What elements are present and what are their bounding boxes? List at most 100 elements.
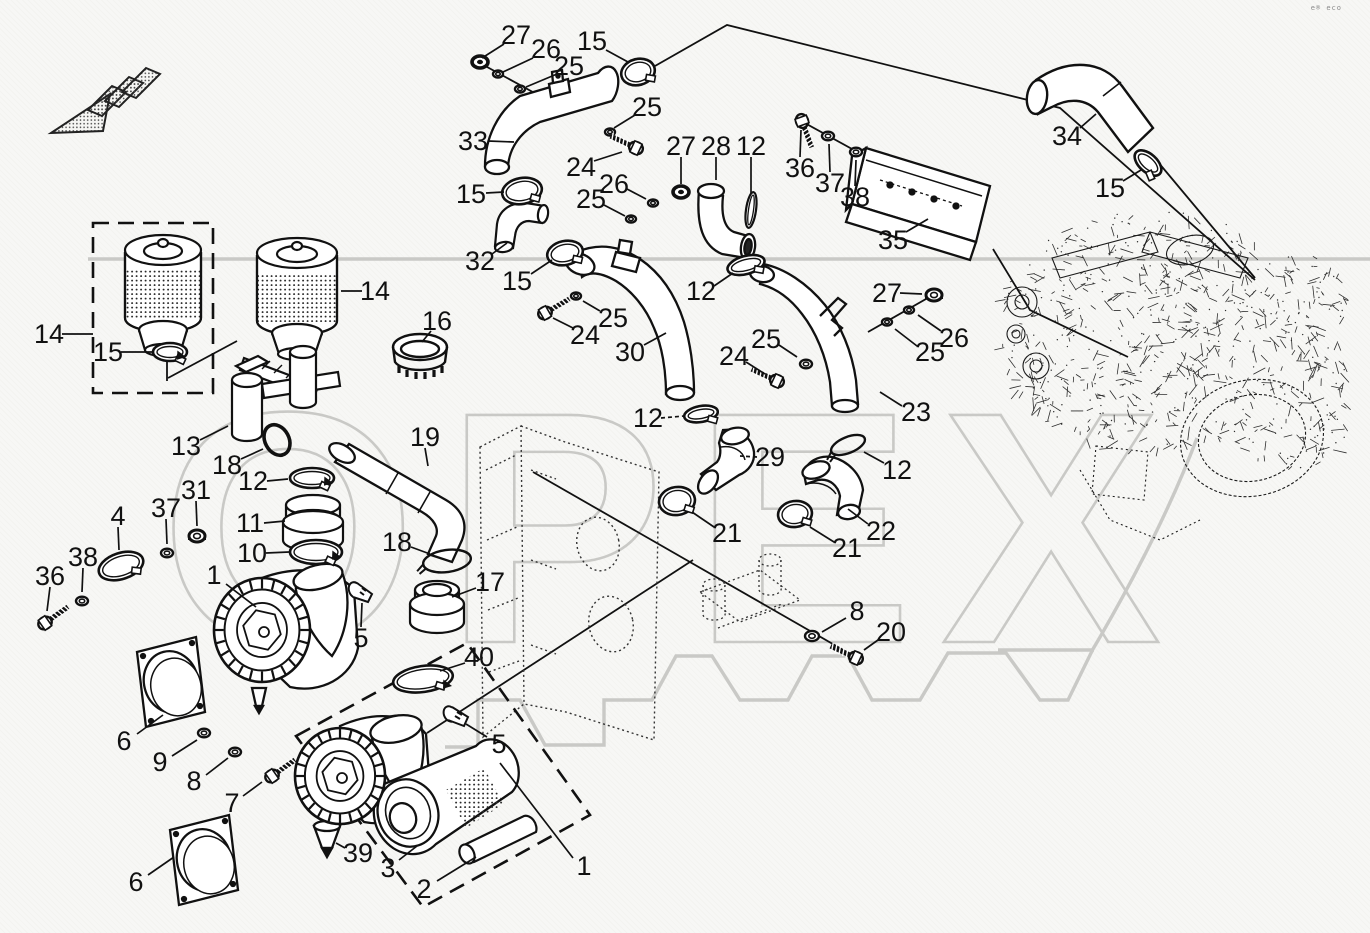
part-label-29: 29 [755, 442, 785, 472]
leader-line [530, 259, 553, 275]
leader-line [626, 188, 647, 200]
part-label-12: 12 [736, 131, 766, 161]
leader-line [398, 845, 418, 861]
part-label-25: 25 [915, 337, 945, 367]
hose-clamp [657, 485, 697, 517]
part-label-15: 15 [1095, 173, 1125, 203]
washer [569, 291, 583, 301]
o-ring-18 [262, 422, 292, 458]
engine-illustration [994, 211, 1351, 541]
leader-line [643, 332, 667, 346]
part-label-25: 25 [632, 92, 662, 122]
part-label-12: 12 [633, 403, 663, 433]
part-label-27: 27 [501, 20, 531, 50]
leader-line [199, 425, 229, 441]
part-label-23: 23 [901, 397, 931, 427]
leader-line [605, 49, 629, 63]
part-label-12: 12 [882, 455, 912, 485]
part-label-14: 14 [34, 319, 64, 349]
elbow-22 [801, 455, 865, 521]
leader-line [225, 583, 257, 608]
leader-line [487, 140, 515, 143]
leader-line [499, 762, 574, 859]
filter-group-box [91, 221, 215, 395]
leader-line [451, 587, 477, 598]
leader-line [899, 292, 923, 295]
washer [880, 317, 894, 327]
leader-line [525, 73, 558, 88]
direction-arrow-icon [47, 66, 162, 135]
part-label-18: 18 [212, 450, 242, 480]
part-label-25: 25 [751, 324, 781, 354]
nut [187, 528, 207, 544]
leader-line [410, 546, 431, 555]
leader-line [491, 242, 508, 255]
leader-line [502, 57, 534, 73]
pre-cleaner-filter-14-left [123, 233, 203, 358]
leader-line [195, 500, 198, 527]
leader-line [265, 551, 290, 554]
leader-line [691, 511, 715, 528]
leader-line [821, 617, 847, 633]
washer [196, 727, 212, 739]
part-label-25: 25 [576, 184, 606, 214]
part-label-5: 5 [353, 623, 368, 653]
flange-ring-6-upper [135, 635, 207, 729]
grommet [671, 184, 691, 200]
adapter-17 [408, 579, 466, 635]
leader-line [81, 567, 84, 593]
leader-line [582, 300, 601, 312]
leader-line [335, 842, 346, 849]
part-label-25: 25 [554, 51, 584, 81]
part-label-39: 39 [343, 838, 373, 868]
bolt [609, 132, 645, 157]
part-label-15: 15 [502, 266, 532, 296]
elbow-pipe-33 [483, 65, 620, 176]
leader-line [424, 447, 429, 467]
part-label-12: 12 [238, 466, 268, 496]
part-label-9: 9 [152, 747, 167, 777]
clamp-arrow-icon [323, 476, 333, 486]
washer [646, 198, 660, 208]
washer [159, 547, 175, 559]
leader-line [465, 723, 488, 738]
part-label-36: 36 [785, 153, 815, 183]
clamp-arrow-icon [442, 679, 452, 689]
leader-line [165, 518, 168, 545]
leader-line [863, 451, 885, 464]
leader-line [894, 328, 918, 347]
part-label-27: 27 [872, 278, 902, 308]
part-label-10: 10 [237, 538, 267, 568]
leader-line [660, 415, 685, 419]
air-cleaner-ribbed-cap [293, 726, 387, 826]
clamp-arrow-icon [331, 550, 341, 560]
flange-ring-6-lower [168, 813, 240, 907]
part-label-15: 15 [456, 179, 486, 209]
hose-clamp [744, 191, 758, 229]
leader-line [847, 508, 869, 525]
part-label-11: 11 [236, 508, 264, 538]
part-label-28: 28 [701, 131, 731, 161]
part-label-24: 24 [566, 152, 596, 182]
part-label-2: 2 [416, 874, 431, 904]
leader-line [485, 191, 505, 194]
hose-clamp [776, 499, 814, 529]
hose-clamp [1133, 149, 1163, 182]
part-label-24: 24 [719, 341, 749, 371]
part-label-20: 20 [876, 617, 906, 647]
hose-clamp [545, 239, 585, 267]
washer [491, 69, 505, 79]
hose-clamp [97, 550, 145, 582]
part-label-32: 32 [465, 246, 495, 276]
leader-line [809, 526, 835, 543]
plug-5-lower [442, 705, 470, 728]
hose-clamp [826, 433, 867, 463]
washer [798, 358, 814, 370]
mounting-plate [479, 424, 660, 741]
part-label-37: 37 [815, 168, 845, 198]
air-cleaner-ribbed-cap [212, 576, 312, 684]
leader-line [552, 317, 574, 329]
leader-line [46, 586, 51, 612]
inner-tube-2 [458, 814, 538, 865]
